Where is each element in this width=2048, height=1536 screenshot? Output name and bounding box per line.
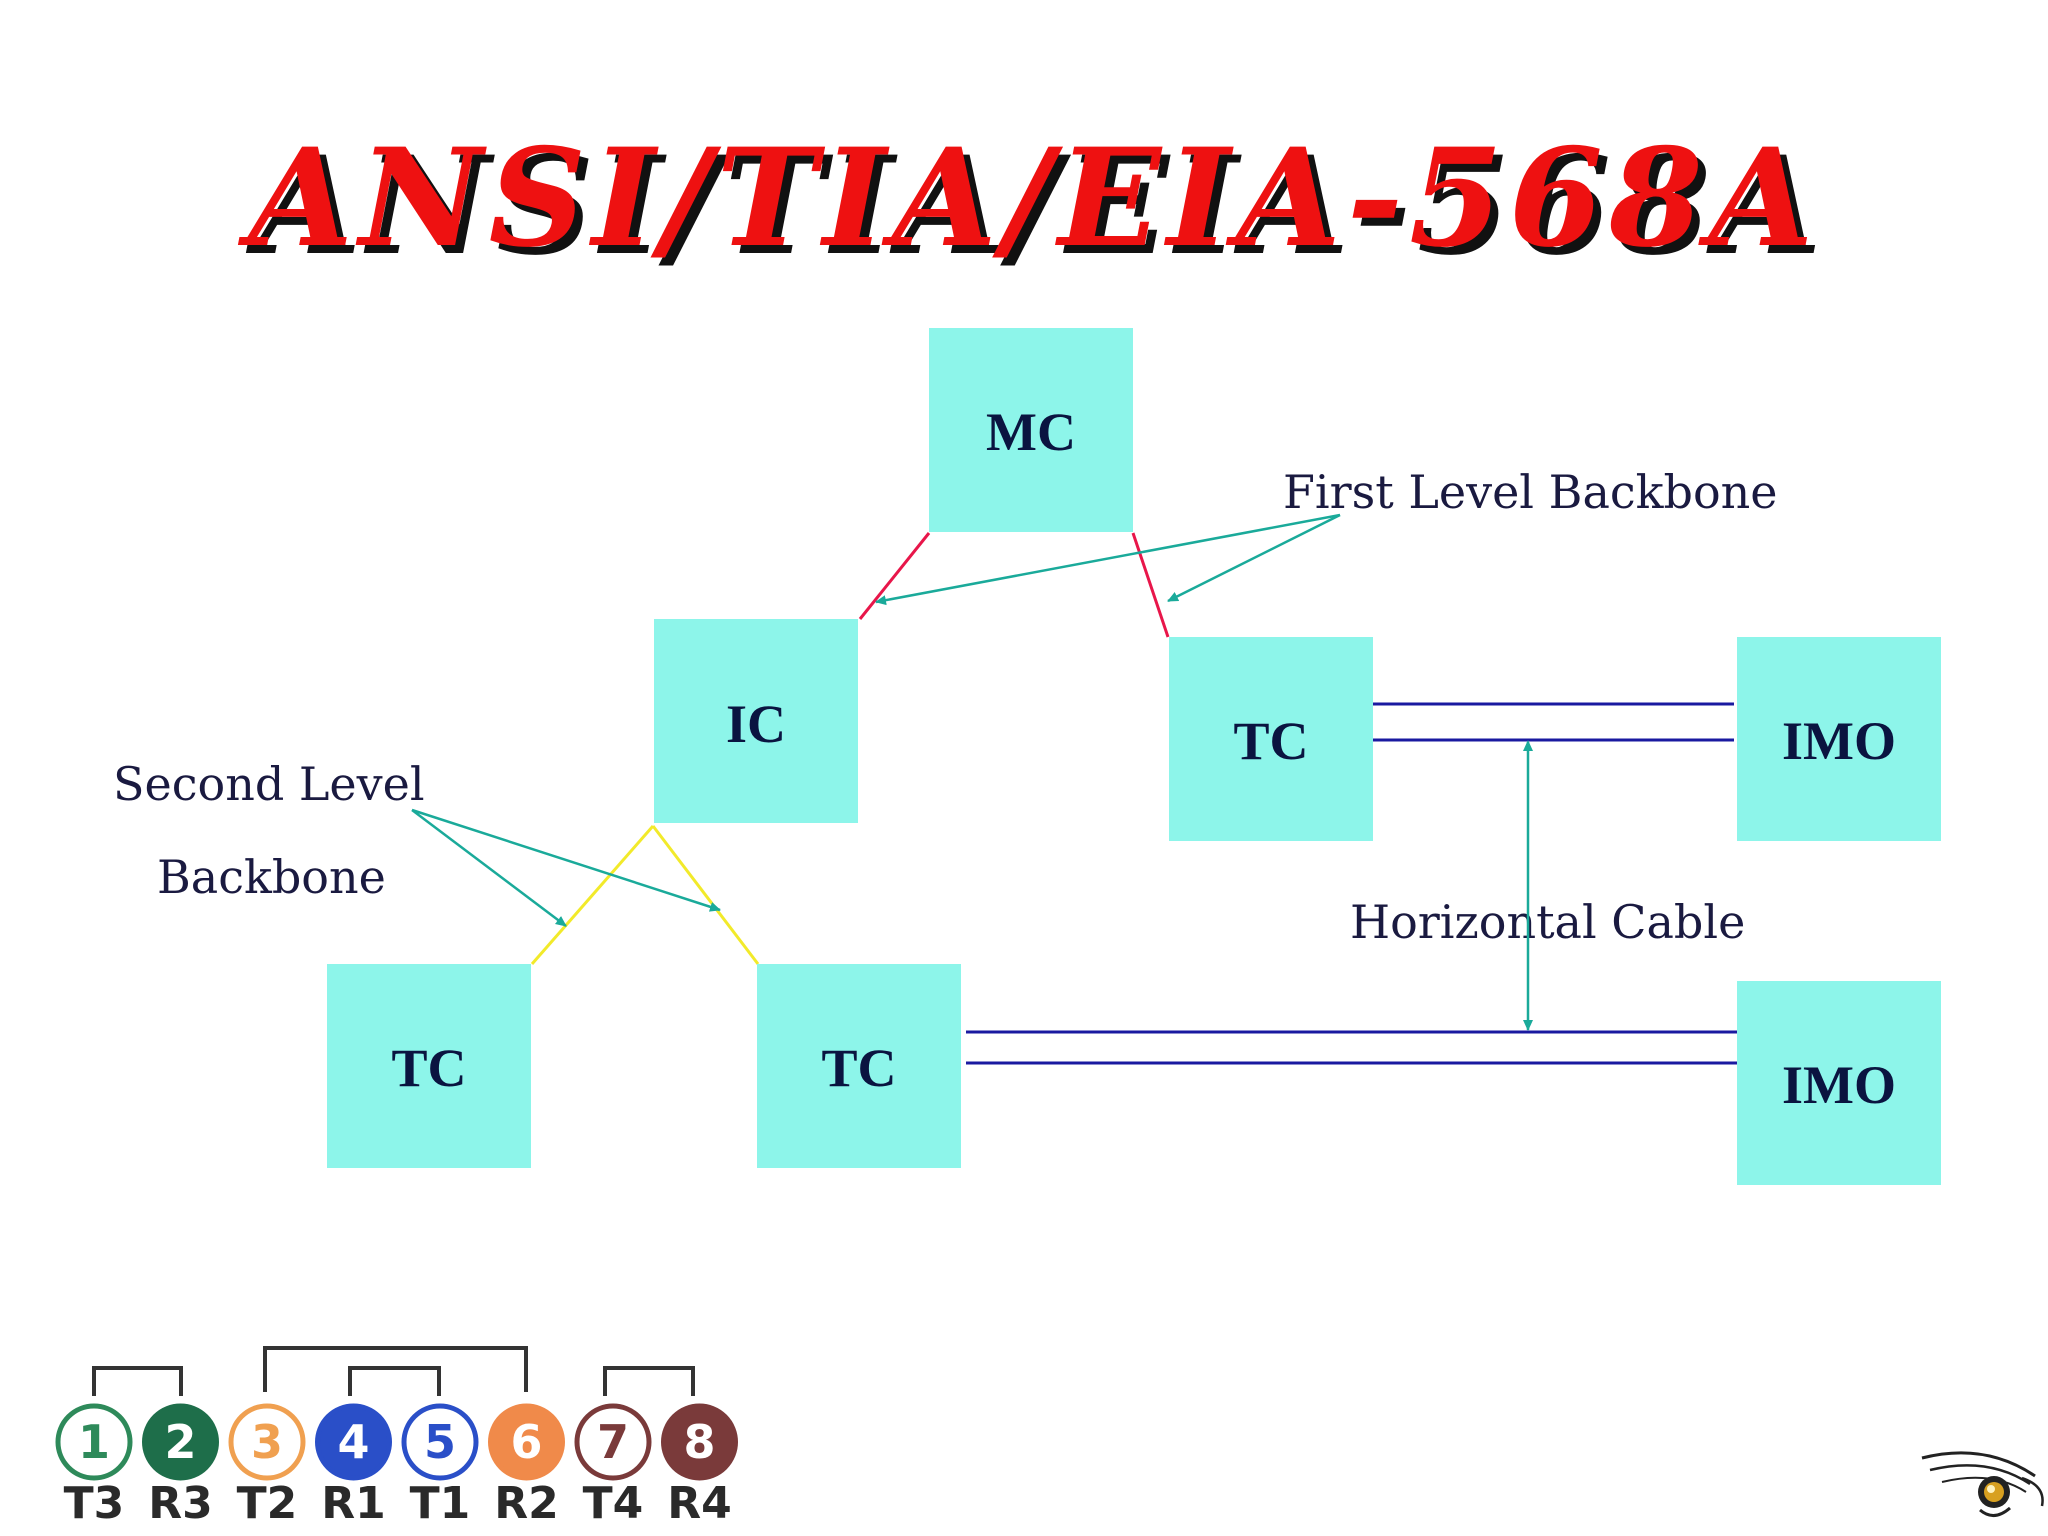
first-level-backbone-annotation: First Level Backbone (1283, 465, 1778, 519)
pin-6-circle (488, 1403, 565, 1481)
second-level-annotation-line-2: Backbone (157, 850, 386, 904)
pair-bracket-1-2 (92, 1366, 183, 1396)
mc-label: MC (986, 402, 1076, 462)
pin-5-circle (401, 1403, 479, 1481)
pin-5: 5T1 (401, 1403, 479, 1529)
ic-box (654, 619, 858, 823)
pin-3-label: T2 (237, 1478, 298, 1529)
pin-6-number: 6 (510, 1415, 542, 1469)
horizontal-cable-annotation: Horizontal Cable (1350, 895, 1745, 949)
pin-1-circle (55, 1403, 133, 1481)
mc-box (929, 328, 1133, 532)
pin-2-label: R3 (148, 1478, 213, 1529)
pair-bracket-3-6 (263, 1346, 528, 1392)
tc-bottom-left-box (327, 964, 531, 1168)
pin-1-number: 1 (78, 1415, 110, 1469)
slide-title-text: ANSI/TIA/EIA-568A (237, 118, 1819, 277)
first-level-backbone-line-mc-ic (858, 532, 931, 620)
slide-title-shadow: ANSI/TIA/EIA-568A (245, 126, 1827, 285)
imo-top-label: IMO (1782, 711, 1896, 771)
first-level-arrow-to-ic (875, 513, 1341, 606)
pin-3-number: 3 (251, 1415, 283, 1469)
pin-7-number: 7 (597, 1415, 629, 1469)
pin-5-label: T1 (410, 1478, 471, 1529)
pin-8: 8R4 (661, 1403, 738, 1529)
tc-top-box (1169, 637, 1373, 841)
pin-4: 4R1 (315, 1403, 392, 1529)
pair-brackets (92, 1346, 695, 1396)
pin-4-circle (315, 1403, 392, 1481)
second-level-annotation-line-1: Second Level (113, 757, 425, 811)
horizontal-cable-bottom (966, 1030, 1737, 1065)
pin-7-circle (574, 1403, 652, 1481)
ic-label: IC (726, 694, 786, 754)
annotation-arrows (411, 513, 1533, 1031)
pin-2-number: 2 (164, 1415, 196, 1469)
pin-5-number: 5 (424, 1415, 456, 1469)
pin-7: 7T4 (574, 1403, 652, 1529)
slide-title: ANSI/TIA/EIA-568A ANSI/TIA/EIA-568A (237, 118, 1827, 285)
pin-8-label: R4 (667, 1478, 732, 1529)
pair-bracket-7-8 (603, 1366, 695, 1396)
tc-bottom-right-label: TC (821, 1038, 896, 1098)
second-level-arrow-right (411, 808, 721, 912)
second-level-arrow-left (411, 809, 567, 927)
horizontal-cable-top (1373, 702, 1734, 742)
imo-bottom-box (1737, 981, 1941, 1185)
second-level-backbone-line-right (651, 825, 760, 965)
imo-top-box (1737, 637, 1941, 841)
pin-4-number: 4 (337, 1415, 369, 1469)
first-level-arrow-to-tc (1167, 513, 1341, 603)
pin-3: 3T2 (228, 1403, 306, 1529)
pin-2: 2R3 (142, 1403, 219, 1529)
pin-3-circle (228, 1403, 306, 1481)
pin-6: 6R2 (488, 1403, 565, 1529)
tc-bottom-left-label: TC (391, 1038, 466, 1098)
second-level-backbone-line-left (530, 825, 655, 965)
pin-8-circle (661, 1403, 738, 1481)
tc-top-label: TC (1233, 711, 1308, 771)
pin-7-label: T4 (583, 1478, 644, 1529)
pin-6-label: R2 (494, 1478, 559, 1529)
pin-2-circle (142, 1403, 219, 1481)
imo-bottom-label: IMO (1782, 1055, 1896, 1115)
tc-bottom-right-box (757, 964, 961, 1168)
spider-eye-logo-icon (1921, 1451, 2044, 1517)
pin-1-label: T3 (64, 1478, 125, 1529)
pair-bracket-4-5 (348, 1366, 441, 1396)
pin-8-number: 8 (683, 1415, 715, 1469)
pin-4-label: R1 (321, 1478, 386, 1529)
first-level-backbone-line-mc-tc (1131, 532, 1170, 638)
pin-1: 1T3 (55, 1403, 133, 1529)
